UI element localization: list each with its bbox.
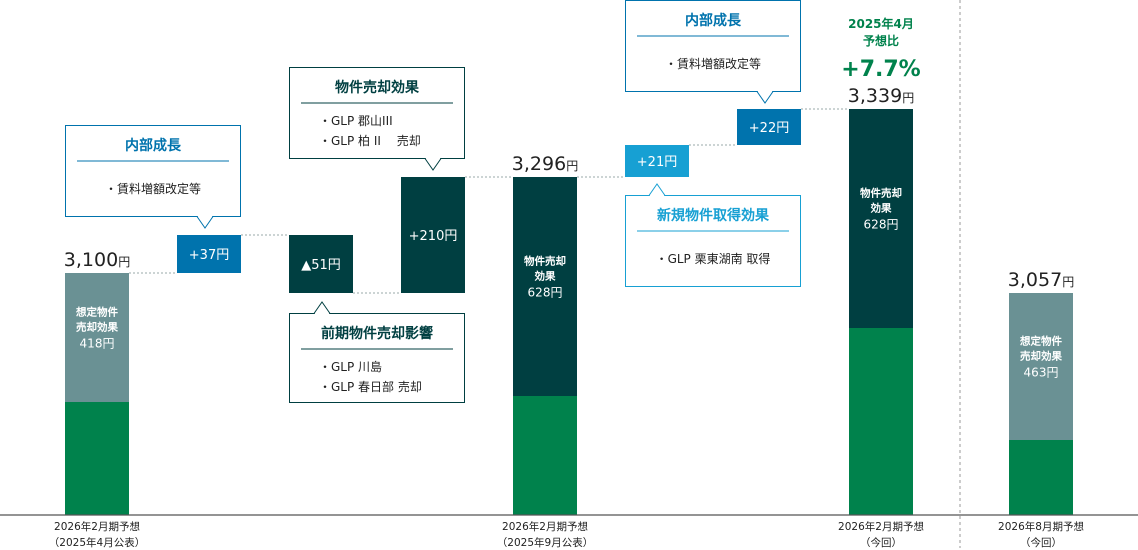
callout-c1: 内部成長・賃料増額改定等 (65, 125, 241, 229)
delta-bar-d1 (177, 235, 241, 273)
comparison-annotation-line2: 予想比 (863, 33, 899, 48)
comparison-annotation-value: +7.7% (841, 57, 920, 82)
delta-bar-d5-label: +22円 (749, 121, 789, 136)
bar-b2-x-label-line1: 2026年2月期予想 (502, 520, 588, 533)
callout-c3: 物件売却効果・GLP 郡山III ・GLP 柏 II 売却 (289, 67, 465, 171)
delta-bar-d2-label: ▲51円 (301, 258, 341, 273)
bar-b2-segment-value: 628円 (528, 286, 563, 300)
bar-b1-base-segment (65, 402, 129, 515)
callout-c4-title: 新規物件取得効果 (657, 207, 770, 224)
callout-c4-pointer-mask (650, 195, 664, 197)
delta-bar-d3 (401, 177, 465, 293)
bar-b4-x-label-line1: 2026年8月期予想 (998, 520, 1084, 533)
callout-c3-item-1: ・GLP 郡山III (319, 114, 393, 128)
bar-b3-asset-sale-segment (849, 109, 913, 328)
delta-bar-d1-label: +37円 (189, 248, 229, 263)
delta-bar-d4-label: +21円 (637, 155, 677, 170)
delta-bar-d2 (289, 235, 353, 293)
callout-c1-pointer (196, 216, 214, 229)
bar-b1-segment-label-line1: 想定物件 (75, 306, 118, 319)
callout-c1-pointer-mask (198, 215, 212, 217)
callout-c5-pointer (756, 91, 774, 104)
bar-b4-total-label: 3,057円 (1008, 269, 1074, 291)
callout-c2-pointer-mask (315, 313, 329, 315)
bar-b1-segment-value: 418円 (80, 337, 115, 351)
callout-c5: 内部成長・賃料増額改定等 (625, 0, 801, 104)
callout-c2-item-2: ・GLP 春日部 売却 (319, 379, 422, 394)
bar-b1-total-label: 3,100円 (64, 249, 130, 271)
callout-c1-item-1: ・賃料増額改定等 (105, 181, 201, 196)
callout-c4-pointer (648, 183, 666, 196)
bar-b2-segment-label-line2: 効果 (535, 270, 556, 283)
bar-b4-base-segment (1009, 440, 1073, 515)
bar-b3-segment-value: 628円 (864, 218, 899, 232)
callout-c2-title: 前期物件売却影響 (321, 325, 433, 342)
bar-b4-segment-value: 463円 (1024, 366, 1059, 380)
bar-b2-base-segment (513, 396, 577, 515)
bar-b1-segment-label-line2: 売却効果 (76, 321, 118, 334)
callout-c4-box (625, 195, 801, 287)
callout-c1-title: 内部成長 (125, 137, 182, 154)
callout-c2-pointer (313, 301, 331, 314)
callout-c3-pointer (424, 158, 442, 171)
callout-c5-title: 内部成長 (685, 12, 742, 29)
delta-bar-d5 (737, 109, 801, 145)
callout-c4: 新規物件取得効果・GLP 栗東湖南 取得 (625, 183, 801, 287)
callout-c5-pointer-mask (758, 90, 772, 92)
bar-b2-x-label-line2: （2025年9月公表） (497, 536, 593, 549)
bar-b1-x-label-line2: （2025年4月公表） (49, 536, 145, 549)
bar-b4-segment-label-line1: 想定物件 (1019, 335, 1062, 348)
callout-c2: 前期物件売却影響・GLP 川島・GLP 春日部 売却 (289, 301, 465, 403)
bar-b1-asset-sale-segment (65, 273, 129, 402)
bar-b2-segment-label-line1: 物件売却 (524, 255, 566, 268)
bar-b4-x-label-line2: （今回） (1020, 536, 1062, 549)
bar-b4-asset-sale-segment (1009, 293, 1073, 440)
delta-bar-d3-label: +210円 (409, 229, 458, 244)
bar-b3-x-label-line2: （今回） (860, 536, 902, 549)
bar-b3-base-segment (849, 328, 913, 515)
callout-c3-item-2: ・GLP 柏 II 売却 (319, 133, 421, 148)
callout-c4-item-1: ・GLP 栗東湖南 取得 (656, 251, 771, 266)
bar-b1-x-label-line1: 2026年2月期予想 (54, 520, 140, 533)
bar-b4-segment-label-line2: 売却効果 (1020, 350, 1062, 363)
callout-c1-box (65, 125, 241, 217)
bar-b3-total-label: 3,339円 (848, 85, 914, 107)
callout-c5-item-1: ・賃料増額改定等 (665, 56, 761, 71)
delta-bar-d4 (625, 145, 689, 177)
callout-c2-item-1: ・GLP 川島 (319, 359, 382, 374)
callout-c3-title: 物件売却効果 (335, 79, 420, 96)
comparison-annotation-line1: 2025年4月 (848, 16, 914, 31)
bar-b2-asset-sale-segment (513, 177, 577, 396)
callout-c2-box (289, 313, 465, 403)
bar-b3-x-label-line1: 2026年2月期予想 (838, 520, 924, 533)
callout-c5-box (625, 0, 801, 92)
callout-c3-pointer-mask (426, 157, 440, 159)
bar-b2-total-label: 3,296円 (512, 153, 578, 175)
bar-b3-segment-label-line2: 効果 (871, 202, 892, 215)
callout-c3-box (289, 67, 465, 159)
bar-b3-segment-label-line1: 物件売却 (860, 187, 902, 200)
